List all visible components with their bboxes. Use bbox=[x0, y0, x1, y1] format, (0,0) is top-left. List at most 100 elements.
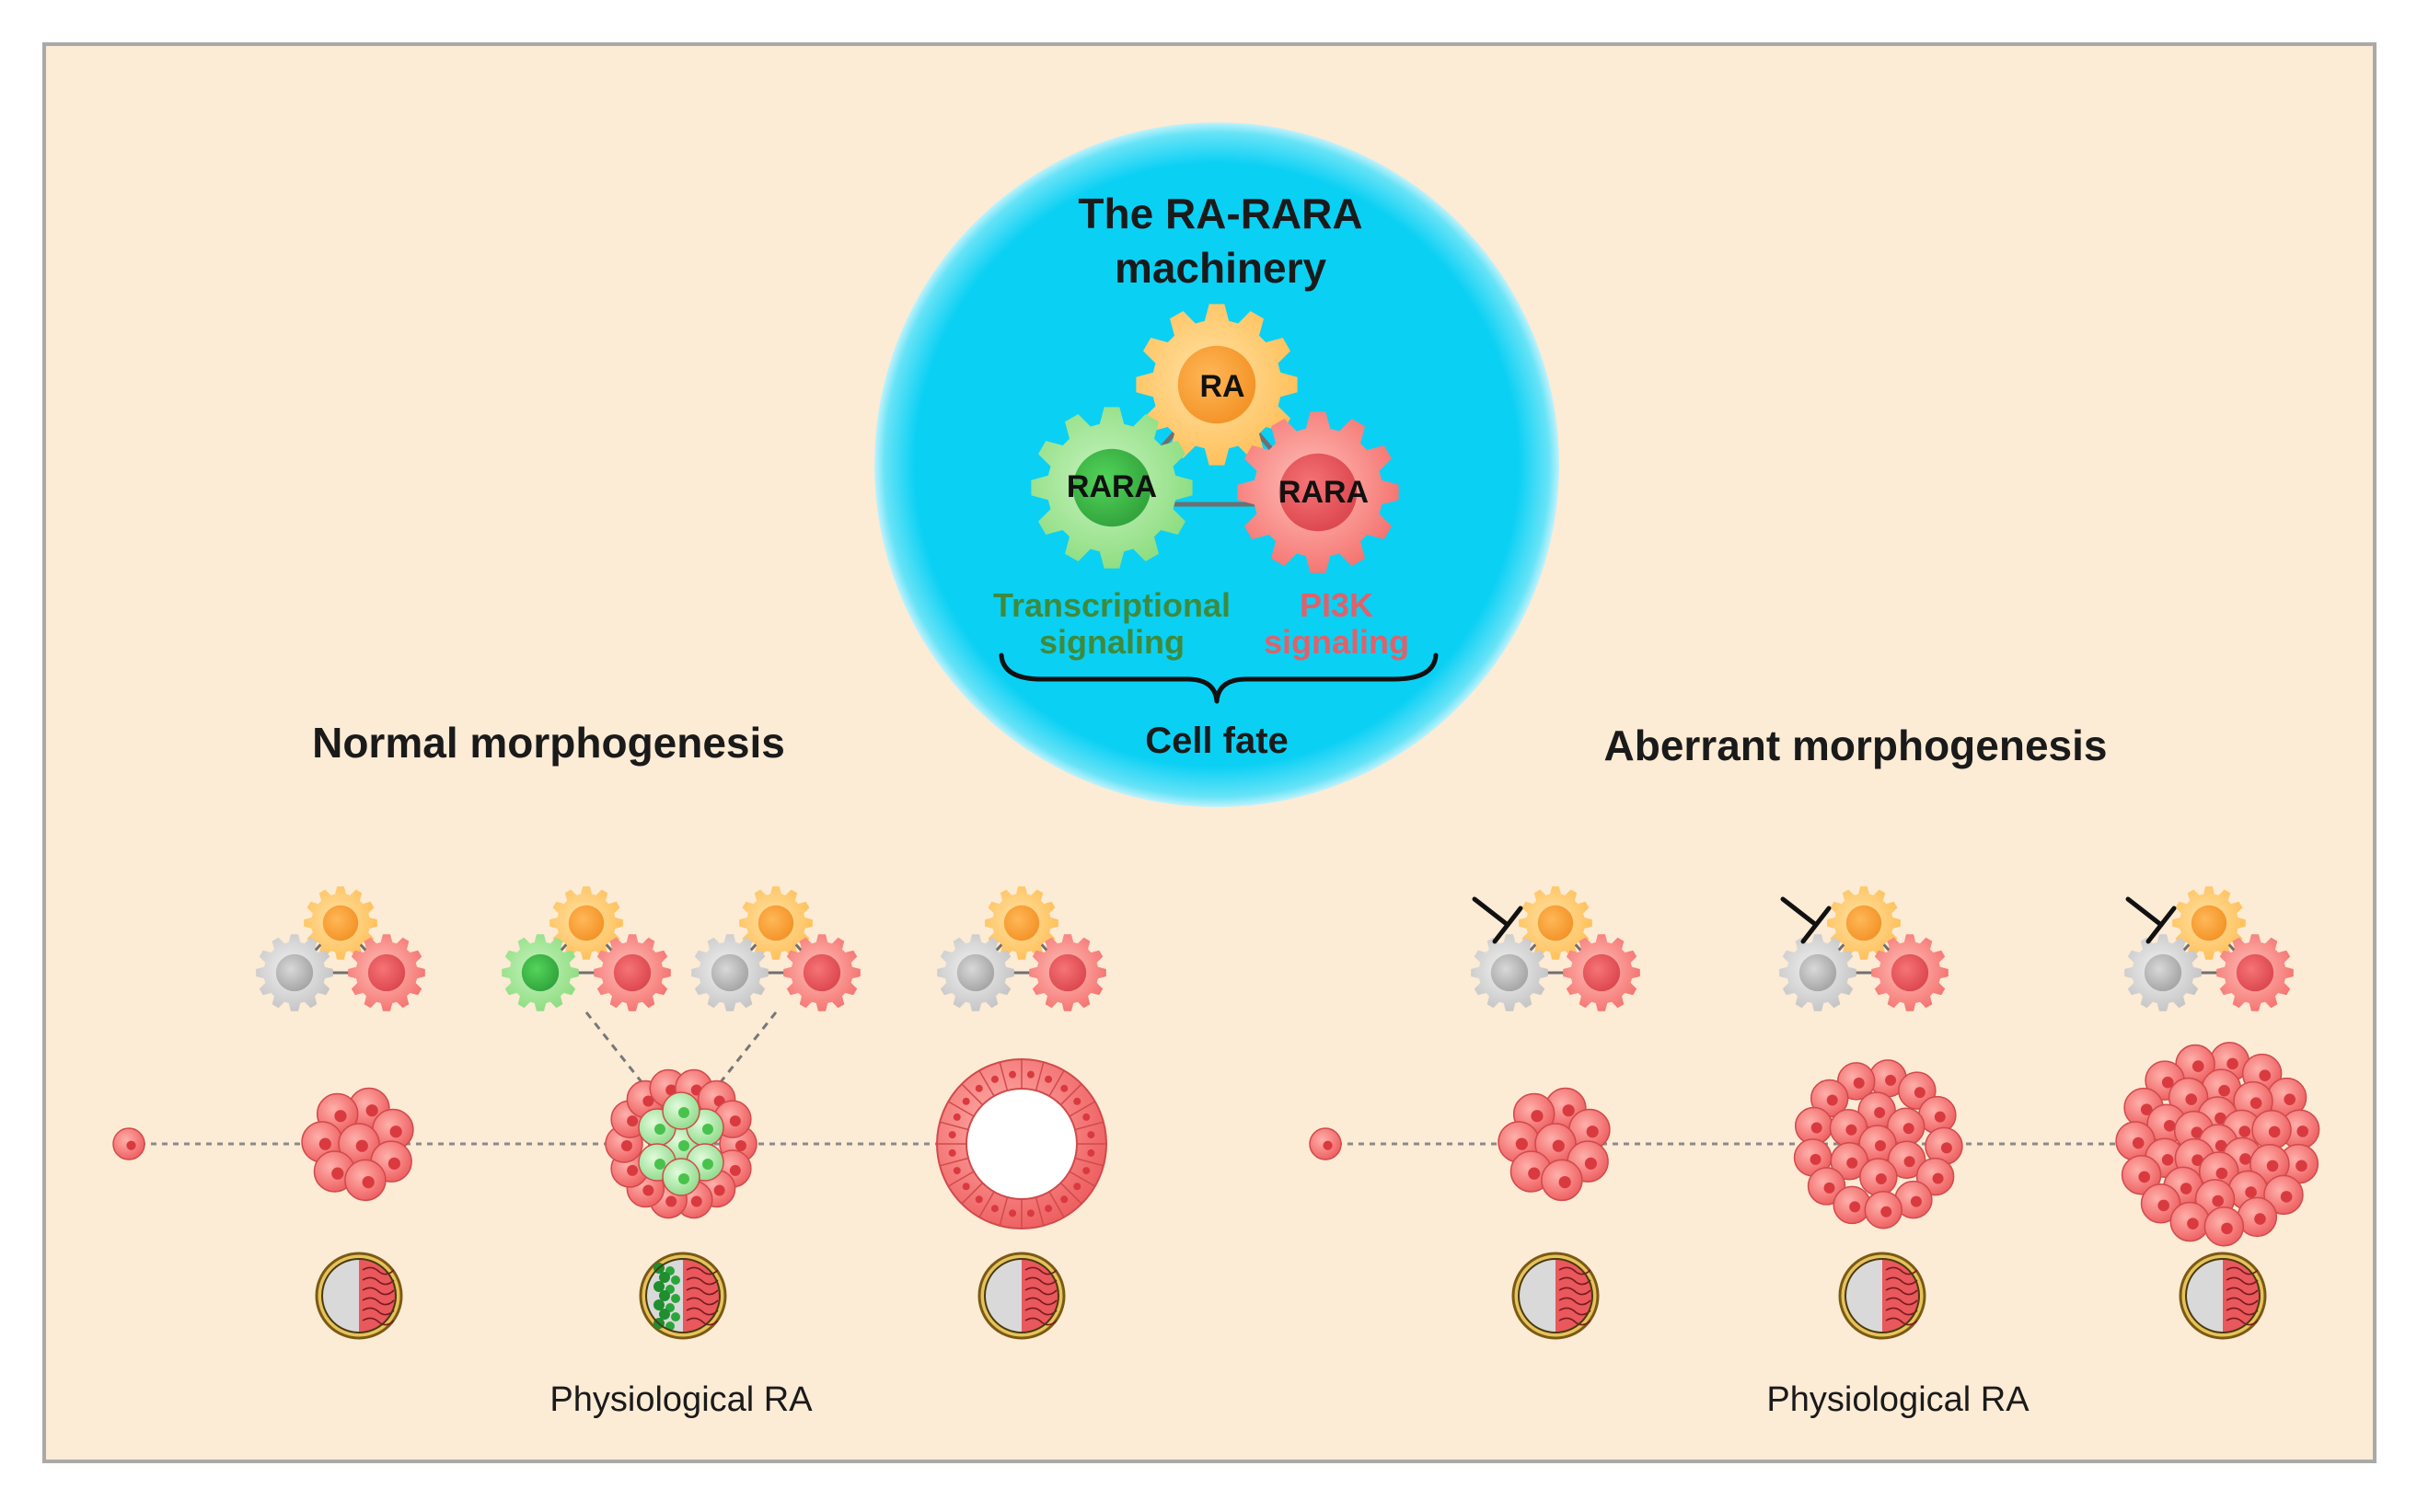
ra-gear-icon bbox=[549, 886, 623, 960]
cell-nucleus bbox=[2221, 1222, 2233, 1235]
cell-nucleus bbox=[1531, 1110, 1544, 1123]
cell-nucleus bbox=[2280, 1191, 2293, 1203]
pi3k-label-line1: PI3K bbox=[1300, 586, 1373, 624]
ra-gear-icon bbox=[1827, 886, 1901, 960]
medallion-inner-rim bbox=[645, 1258, 721, 1333]
tissue-medallion-icon bbox=[977, 1252, 1066, 1340]
medallion-texture bbox=[2226, 1297, 2259, 1306]
medallion-texture bbox=[686, 1307, 719, 1316]
medallion-inner-rim bbox=[321, 1258, 397, 1333]
gear-cluster bbox=[2124, 886, 2294, 1011]
cell-nucleus bbox=[654, 1159, 665, 1170]
cluster-connector-line bbox=[714, 1011, 778, 1089]
cell-nucleus bbox=[2249, 1097, 2262, 1109]
cell-nucleus bbox=[2254, 1213, 2266, 1225]
gear-hub bbox=[1278, 453, 1358, 532]
gear-cluster bbox=[691, 886, 861, 1011]
cell-nucleus bbox=[2163, 1120, 2176, 1132]
gear-hub bbox=[1072, 448, 1151, 527]
medallion-texture bbox=[362, 1266, 395, 1275]
tissue-medallion-icon bbox=[1838, 1252, 1926, 1340]
cell-nucleus bbox=[1885, 1074, 1897, 1086]
cell-fate-label: Cell fate bbox=[1145, 721, 1289, 761]
central-gears bbox=[1031, 304, 1399, 573]
ra-gear-icon-hub bbox=[757, 905, 794, 941]
medallion-texture bbox=[1024, 1266, 1058, 1275]
medallion-green-cells bbox=[653, 1281, 665, 1292]
gear-cluster bbox=[937, 886, 1106, 1011]
cell-nucleus bbox=[1846, 1157, 1858, 1169]
cell-nucleus bbox=[362, 1176, 375, 1189]
rara-gray-gear-icon bbox=[1471, 934, 1548, 1011]
cell-nucleus bbox=[318, 1137, 331, 1150]
ra-gear-icon bbox=[739, 886, 813, 960]
cell-nucleus bbox=[1552, 1139, 1565, 1152]
acinus-cell-border bbox=[1059, 1083, 1082, 1106]
cell-cluster bbox=[1498, 1087, 1611, 1202]
ra-gear-icon bbox=[2172, 886, 2246, 960]
cell-nucleus bbox=[2296, 1160, 2307, 1172]
ra-gear-icon-hub bbox=[1003, 905, 1040, 941]
acinus-cell-border bbox=[961, 1083, 984, 1106]
acinus-nucleus bbox=[1045, 1205, 1053, 1213]
rara-red-gear-icon bbox=[1871, 934, 1949, 1011]
acinus-nucleus bbox=[975, 1195, 983, 1204]
cell-nucleus bbox=[2185, 1093, 2198, 1105]
cell-nucleus bbox=[2157, 1199, 2169, 1212]
cell-nucleus bbox=[1584, 1157, 1598, 1170]
cell-nucleus bbox=[2268, 1125, 2281, 1138]
inhibition-icon bbox=[2125, 896, 2164, 928]
cell-nucleus bbox=[1586, 1125, 1599, 1138]
cell-nucleus bbox=[2191, 1154, 2203, 1167]
ra-gear-icon-hub bbox=[2191, 905, 2227, 941]
medallion-green-cells bbox=[671, 1294, 680, 1303]
rara-red-gear-icon bbox=[1029, 934, 1106, 1011]
medallion-green-cells bbox=[671, 1275, 680, 1285]
ra-gear-icon bbox=[1519, 886, 1592, 960]
acinus-cell-border bbox=[1074, 1157, 1104, 1167]
cell-nucleus bbox=[331, 1167, 344, 1180]
cell-nucleus bbox=[729, 1115, 741, 1127]
rara-red-gear-icon bbox=[2216, 934, 2294, 1011]
cell-nucleus bbox=[355, 1139, 368, 1152]
medallion-texture bbox=[362, 1287, 395, 1296]
rara-green-gear-icon-hub bbox=[521, 953, 560, 992]
cell-nucleus bbox=[2212, 1195, 2225, 1207]
medallion-inner-rim bbox=[984, 1258, 1059, 1333]
acinus-cell-border bbox=[1069, 1101, 1096, 1117]
cell-nucleus bbox=[2138, 1171, 2151, 1183]
acinus-nucleus bbox=[1060, 1195, 1069, 1204]
rara-red-gear-icon bbox=[1563, 934, 1640, 1011]
medallion-texture bbox=[1558, 1307, 1591, 1316]
medallion-green-cells bbox=[653, 1299, 665, 1310]
acinus-cell-border bbox=[961, 1182, 984, 1205]
cell-nucleus bbox=[678, 1173, 689, 1184]
acinus-cell-border bbox=[947, 1101, 975, 1117]
medallion-inner-rim bbox=[1518, 1258, 1593, 1333]
ra-gear-icon-hub bbox=[322, 905, 359, 941]
rara-red-gear-icon-hub bbox=[2236, 953, 2274, 992]
rara-gray-gear-icon-hub bbox=[2144, 953, 2182, 992]
aberrant-morphogenesis-heading: Aberrant morphogenesis bbox=[1604, 721, 2108, 769]
medallion-texture bbox=[686, 1266, 719, 1275]
medallion-texture bbox=[362, 1276, 395, 1286]
cell-nucleus bbox=[2191, 1126, 2203, 1139]
medallion-green-cells bbox=[671, 1312, 680, 1322]
cell-nucleus bbox=[1562, 1104, 1575, 1117]
cell-nucleus bbox=[2296, 1125, 2309, 1137]
mixed-cell-cluster bbox=[605, 1068, 757, 1219]
acinus-nucleus bbox=[1060, 1084, 1069, 1092]
cell-nucleus bbox=[702, 1124, 713, 1135]
medallion-texture bbox=[1024, 1276, 1058, 1286]
transcriptional-label-line1: Transcriptional bbox=[993, 586, 1231, 624]
rara-transcriptional-gear-icon bbox=[1031, 407, 1193, 569]
rara-red-gear-icon-hub bbox=[1048, 953, 1087, 992]
tissue-medallion-icon bbox=[2179, 1252, 2267, 1340]
rara-green-gear-icon bbox=[502, 934, 579, 1011]
cell-nucleus bbox=[2215, 1112, 2226, 1125]
cell-nucleus bbox=[2215, 1139, 2227, 1152]
ra-gear-icon bbox=[985, 886, 1058, 960]
rara-gray-gear-icon bbox=[691, 934, 769, 1011]
acinus-nucleus bbox=[975, 1084, 983, 1092]
acinus-cell-border bbox=[939, 1121, 969, 1131]
